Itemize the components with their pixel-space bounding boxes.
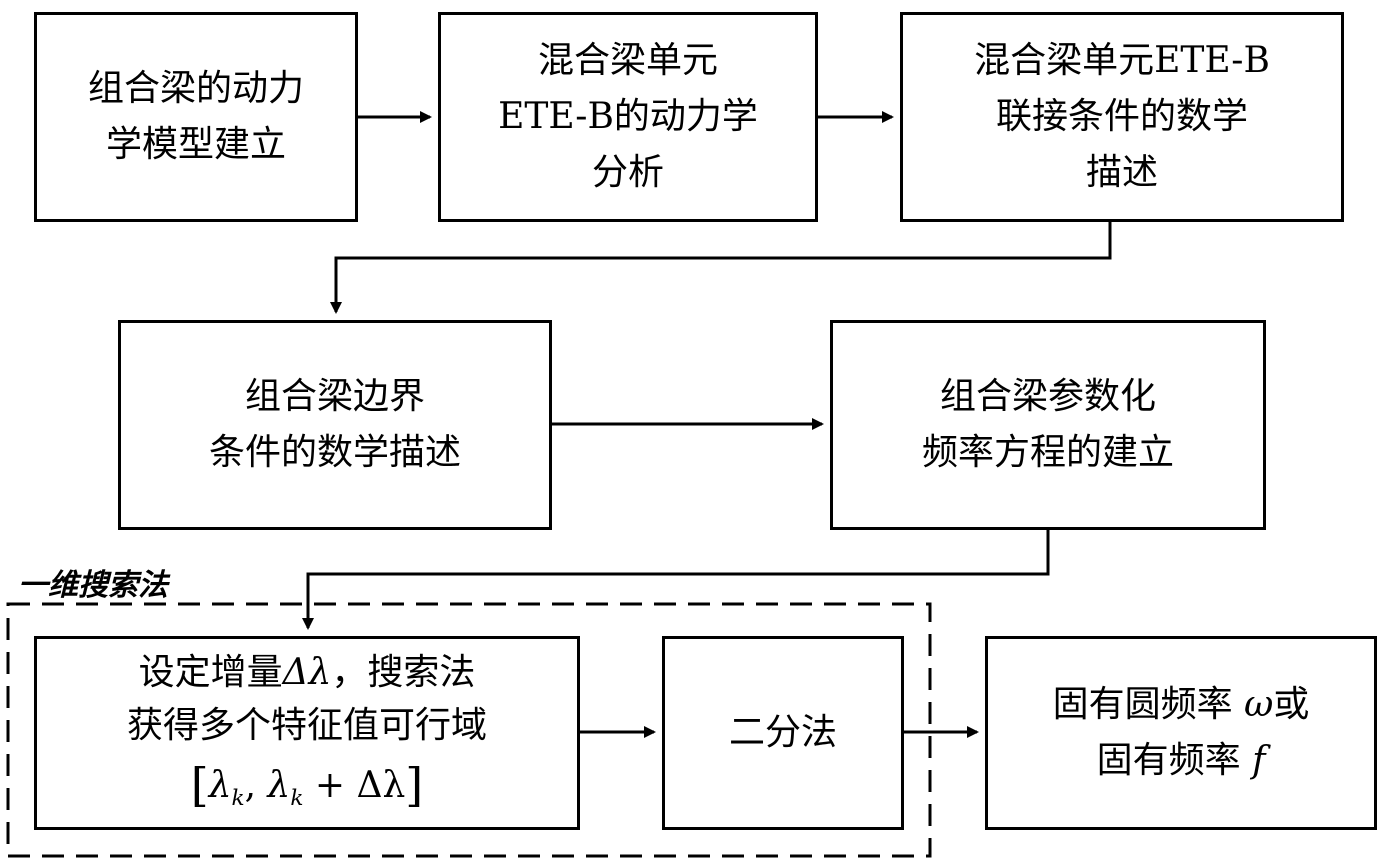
node-text-line: 描述 xyxy=(1086,145,1158,201)
node-text-fragment: 或 xyxy=(1273,684,1309,725)
node-frequency-equation: 组合梁参数化 频率方程的建立 xyxy=(830,320,1266,530)
node-text-line: 获得多个特征值可行域 xyxy=(127,700,487,752)
node-text-line: 组合梁的动力 xyxy=(88,61,304,117)
node-bisection: 二分法 xyxy=(662,636,904,830)
node-text-line: 分析 xyxy=(592,145,664,201)
node-text-line: 固有圆频率 ω或 xyxy=(1053,677,1310,733)
interval-separator: , xyxy=(245,765,268,806)
group-label-1d-search: 一维搜索法 xyxy=(18,560,168,604)
node-connection-conditions: 混合梁单元ETE-B 联接条件的数学 描述 xyxy=(900,12,1344,222)
node-text-fragment: 设定增量 xyxy=(139,652,283,693)
omega-symbol: ω xyxy=(1244,684,1273,725)
node-text-fragment: 固有圆频率 xyxy=(1053,684,1233,725)
edge-n5-n6 xyxy=(308,530,1048,628)
interval-formula: [λk, λk + Δλ] xyxy=(191,752,424,819)
node-boundary-conditions: 组合梁边界 条件的数学描述 xyxy=(118,320,552,530)
node-text-line: 设定增量Δλ，搜索法 xyxy=(139,647,476,699)
delta-lambda-symbol: Δλ xyxy=(283,652,332,693)
node-text-line: 二分法 xyxy=(729,705,837,761)
node-text-line: 混合梁单元 xyxy=(538,33,718,89)
edge-n3-n4 xyxy=(336,222,1110,312)
lambda-symbol: λ xyxy=(268,765,291,806)
f-symbol: f xyxy=(1252,740,1265,781)
node-text-line: 组合梁边界 xyxy=(245,369,425,425)
bracket-close: ] xyxy=(405,758,423,812)
node-text-fragment: ，搜索法 xyxy=(331,652,475,693)
subscript-k: k xyxy=(290,786,303,811)
node-dynamic-model: 组合梁的动力 学模型建立 xyxy=(34,12,358,222)
node-text-line: ETE-B的动力学 xyxy=(498,89,758,145)
node-text-line: 频率方程的建立 xyxy=(922,425,1174,481)
node-element-analysis: 混合梁单元 ETE-B的动力学 分析 xyxy=(438,12,818,222)
bracket-open: [ xyxy=(191,758,209,812)
lambda-symbol: λ xyxy=(209,765,232,806)
node-text-line: 条件的数学描述 xyxy=(209,425,461,481)
node-text-line: 学模型建立 xyxy=(106,117,286,173)
subscript-k: k xyxy=(232,786,245,811)
node-text-line: 组合梁参数化 xyxy=(940,369,1156,425)
node-text-line: 固有频率 f xyxy=(1097,733,1266,789)
node-text-line: 混合梁单元ETE-B xyxy=(974,33,1270,89)
node-text-line: 联接条件的数学 xyxy=(996,89,1248,145)
interval-increment: + Δλ xyxy=(303,765,405,806)
node-natural-frequency: 固有圆频率 ω或 固有频率 f xyxy=(985,636,1377,830)
node-text-fragment: 固有频率 xyxy=(1097,740,1241,781)
node-increment-search: 设定增量Δλ，搜索法 获得多个特征值可行域 [λk, λk + Δλ] xyxy=(34,636,580,830)
